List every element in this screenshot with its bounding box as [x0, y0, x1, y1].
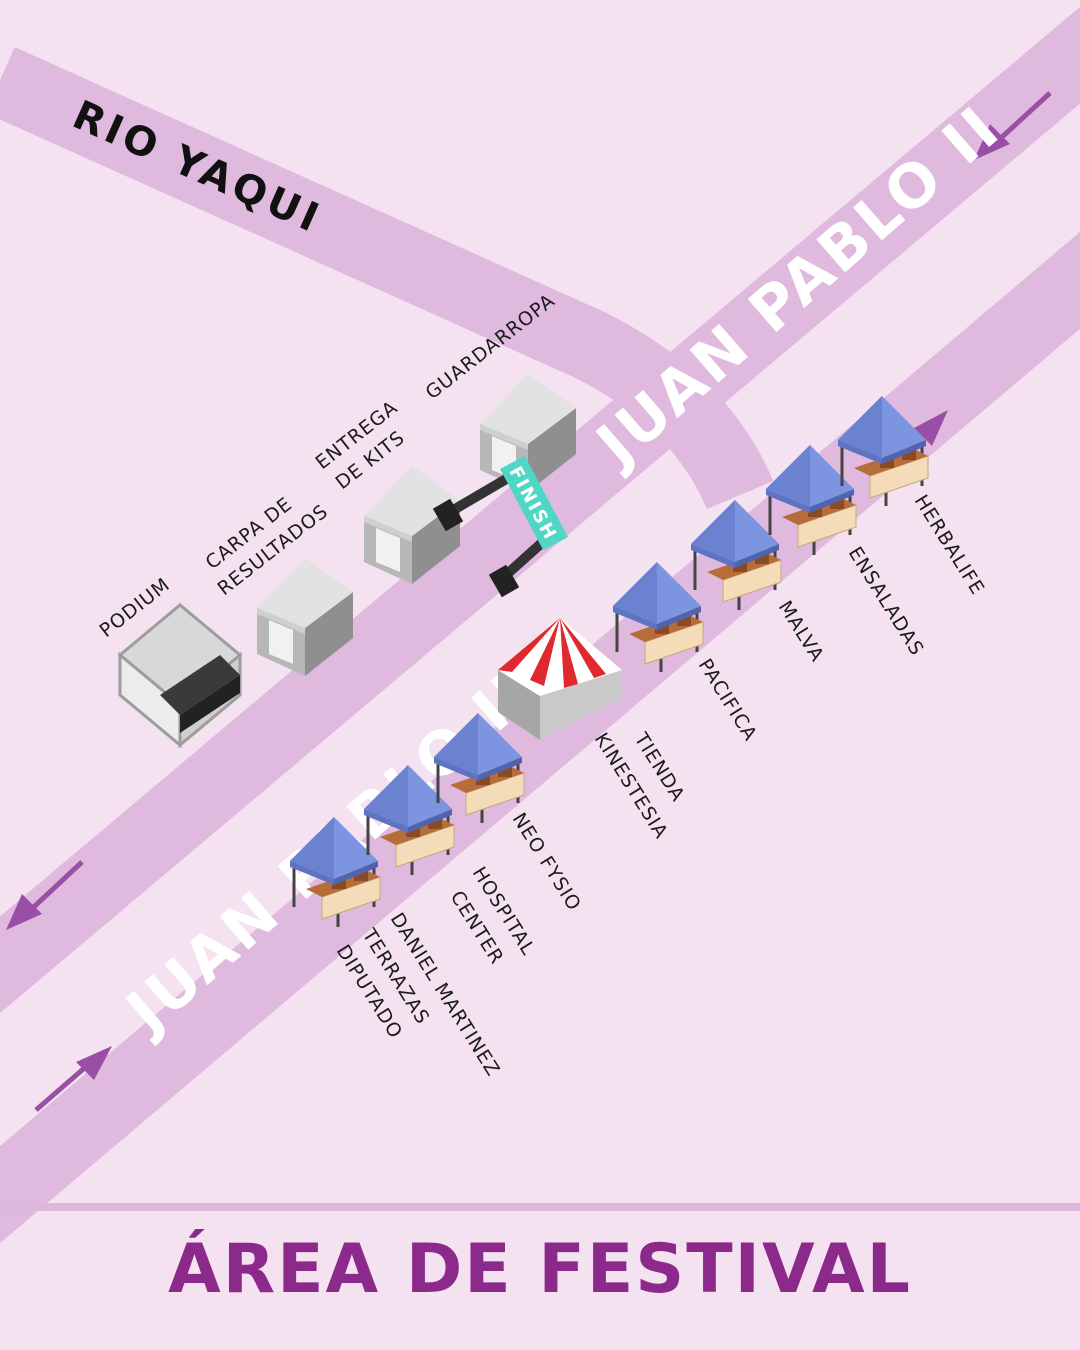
label-pacifica: PACIFICA: [694, 655, 762, 745]
label-herbalife: HERBALIFE: [910, 491, 989, 599]
arrow-icon-bottom-left: [34, 1046, 112, 1112]
page-title: ÁREA DE FESTIVAL: [168, 1230, 912, 1309]
label-malva: MALVA: [774, 597, 829, 666]
finish-banner: [500, 455, 568, 551]
label-neo-fysio: NEO FYSIO: [508, 809, 586, 915]
label-ensaladas: ENSALADAS: [844, 543, 928, 660]
arrow-icon-left: [6, 860, 84, 930]
arrow-icon-top-right: [974, 91, 1052, 160]
footer-divider: [0, 1203, 1080, 1211]
road-name-rio-yaqui: RIO YAQUI: [66, 92, 329, 243]
podium-stage: [117, 603, 243, 749]
tent-tienda-kinestesia: [498, 618, 622, 740]
